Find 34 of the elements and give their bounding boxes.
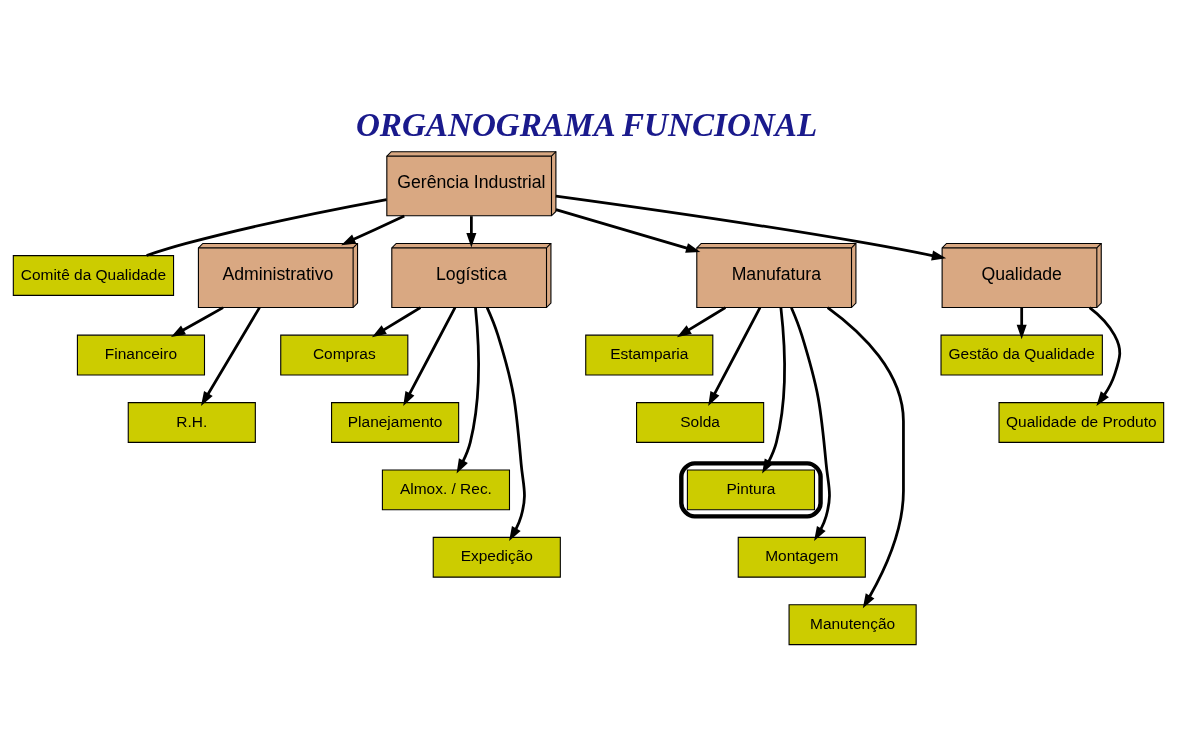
node-box: Gestão da Qualidade [940,334,1103,376]
node-box: R.H. [127,402,256,443]
arrow [826,306,905,609]
node-box: Expedição [432,536,561,578]
arrow [555,194,947,261]
arrow [555,208,701,253]
node-box: Pintura [686,469,816,511]
node-box: Qualidade de Produto [998,402,1165,443]
node-box: Planejamento [331,402,460,443]
diagram-title: ORGANOGRAMA FUNCIONAL [355,106,818,144]
connector [146,198,387,257]
arrow [341,214,405,246]
cluster [679,461,823,519]
arrow [485,307,526,541]
node-box: Manutenção [788,604,917,646]
node-box: Comitê da Qualidade [12,255,175,296]
node-box: Estamparia [585,334,714,376]
arrow [456,307,480,474]
arrow [371,306,422,338]
node-box: Compras [280,334,409,376]
arrow [708,307,762,407]
arrow [762,307,786,474]
node-box: Almox. / Rec. [381,469,511,511]
arrow [1088,306,1122,406]
arrow [201,306,261,406]
arrow [676,306,727,338]
arrow [466,216,477,248]
node-box: Solda [636,402,765,443]
arrow [403,307,457,407]
node-box: Financeiro [76,334,206,376]
arrow [1016,307,1027,340]
arrow [790,307,831,541]
arrow [170,306,224,337]
node-box: Montagem [737,536,866,578]
